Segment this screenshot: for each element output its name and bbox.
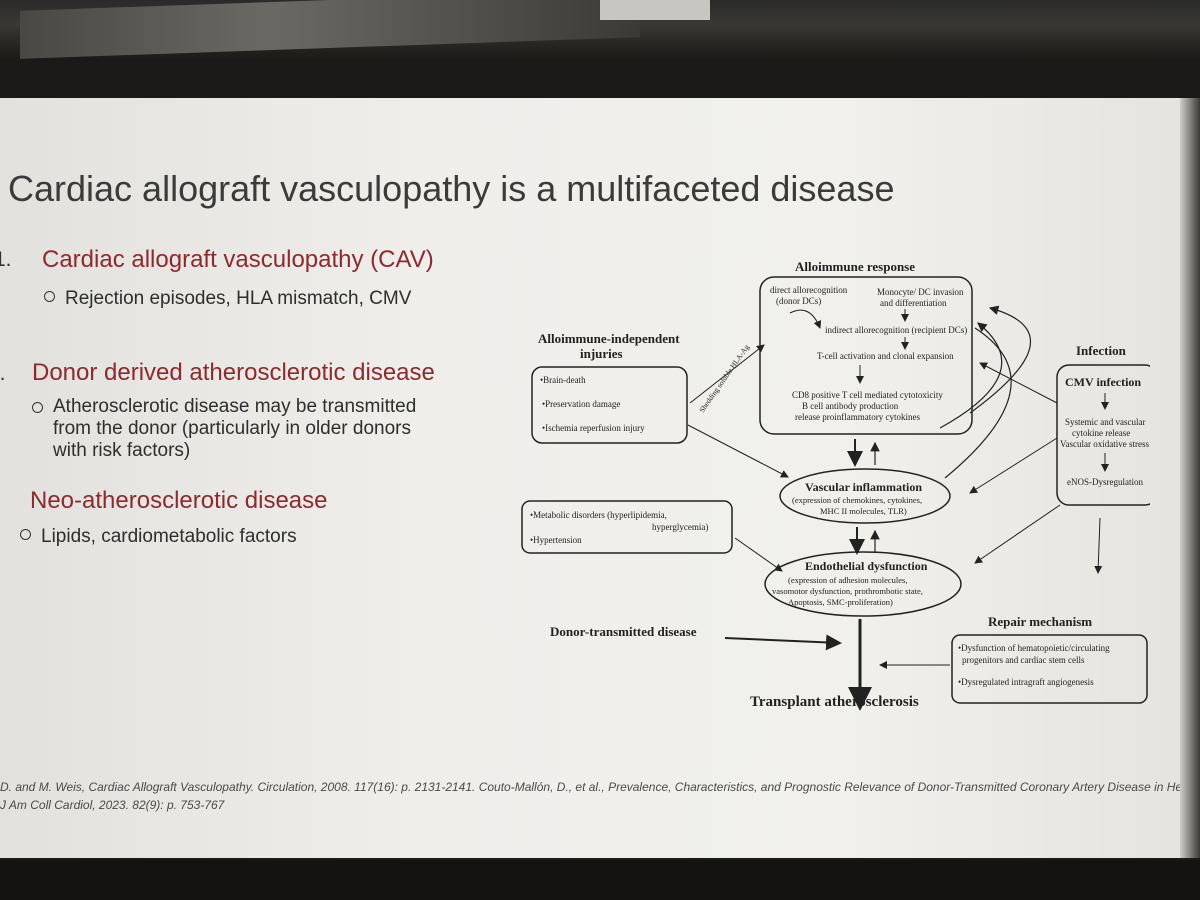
arrow-infection-endothelial bbox=[974, 504, 1061, 564]
endothelial-detail-1: (expression of adhesion molecules, bbox=[788, 575, 907, 585]
metabolic-box bbox=[521, 500, 733, 554]
point-2-sub-text: Atherosclerotic disease may be transmitt… bbox=[53, 396, 417, 461]
point-1-heading: Cardiac allograft vasculopathy (CAV) bbox=[42, 246, 434, 273]
vascular-detail-2: MHC II molecules, TLR) bbox=[820, 506, 907, 516]
bullet-circle-icon bbox=[44, 291, 55, 303]
endothelial-detail-2: vasomotor dysfunction, prothrombotic sta… bbox=[772, 586, 923, 596]
point-3-heading: Neo-atherosclerotic disease bbox=[30, 487, 328, 514]
room-background-bottom bbox=[0, 860, 1200, 900]
infection-title: Infection bbox=[1076, 343, 1127, 358]
metabolic-item-1b: hyperglycemia) bbox=[652, 522, 708, 532]
feedback-curve-2 bbox=[944, 327, 1012, 479]
citation-line-1: D. and M. Weis, Cardiac Allograft Vascul… bbox=[0, 780, 1200, 794]
monocyte-line1: Monocyte/ DC invasion bbox=[877, 287, 964, 297]
citation-line-2: J Am Coll Cardiol, 2023. 82(9): p. 753-7… bbox=[0, 798, 225, 812]
cd8-line3: release proinflammatory cytokines bbox=[795, 412, 920, 422]
arrow-infection-alloimmune bbox=[979, 362, 1058, 404]
arrow-metabolic-endothelial bbox=[734, 537, 783, 572]
room-light-panel bbox=[20, 0, 640, 59]
feedback-curve-3 bbox=[969, 305, 1032, 414]
direct-allorecognition-line1: direct allorecognition bbox=[770, 285, 848, 295]
room-object bbox=[600, 0, 710, 20]
screen-edge bbox=[1180, 98, 1200, 858]
repair-item-2: •Dysregulated intragraft angiogenesis bbox=[958, 677, 1094, 687]
monocyte-line2: and differentiation bbox=[880, 298, 947, 308]
endothelial-ellipse bbox=[764, 551, 962, 617]
repair-item-1: •Dysfunction of hematopoietic/circulatin… bbox=[958, 643, 1110, 653]
arrow-independent-vascular bbox=[687, 424, 789, 478]
endothelial-title: Endothelial dysfunction bbox=[805, 559, 928, 573]
endothelial-detail-3: Apoptosis, SMC-proliferation) bbox=[788, 597, 893, 607]
direct-allorecognition-line2: (donor DCs) bbox=[776, 296, 821, 306]
vascular-detail-1: (expression of chemokines, cytokines, bbox=[792, 495, 922, 505]
point-3-sub-text: Lipids, cardiometabolic factors bbox=[41, 526, 297, 547]
point-2-sub: Atherosclerotic disease may be transmitt… bbox=[32, 396, 552, 462]
independent-item-1: •Brain-death bbox=[540, 375, 586, 385]
point-3-sub: Lipids, cardiometabolic factors bbox=[20, 526, 297, 548]
tcell-activation: T-cell activation and clonal expansion bbox=[817, 351, 954, 361]
independent-title-line1: Alloimmune-independent bbox=[538, 331, 680, 346]
point-1-sub-text: Rejection episodes, HLA mismatch, CMV bbox=[65, 288, 412, 309]
systemic-line1: Systemic and vascular bbox=[1065, 417, 1145, 427]
point-1-sub: Rejection episodes, HLA mismatch, CMV bbox=[44, 288, 411, 310]
room-background-top bbox=[0, 0, 1200, 60]
independent-box bbox=[531, 366, 688, 444]
cd8-line2: B cell antibody production bbox=[802, 401, 899, 411]
feedback-curve-1 bbox=[939, 322, 1003, 429]
systemic-line2: cytokine release bbox=[1072, 428, 1130, 438]
point-2-heading: Donor derived atherosclerotic disease bbox=[32, 359, 435, 386]
metabolic-item-1: •Metabolic disorders (hyperlipidemia, bbox=[530, 510, 667, 520]
arrow-infection-vascular bbox=[969, 437, 1058, 494]
alloimmune-box bbox=[759, 276, 973, 435]
point-3-number: 3. bbox=[0, 490, 2, 514]
indirect-allorecognition: indirect allorecognition (recipient DCs) bbox=[825, 325, 967, 335]
alloimmune-title: Alloimmune response bbox=[795, 259, 915, 274]
slide-title: Cardiac allograft vasculopathy is a mult… bbox=[8, 168, 895, 209]
arrow-donor bbox=[724, 634, 842, 651]
infection-box bbox=[1056, 364, 1150, 506]
vascular-inflammation-ellipse bbox=[779, 468, 951, 524]
outcome-label: Transplant atherosclerosis bbox=[750, 694, 919, 710]
shedding-label: Shedding soluble HLA-Ag bbox=[697, 343, 751, 415]
bullet-circle-icon bbox=[20, 529, 31, 541]
arrow-shedding bbox=[689, 344, 765, 404]
vascular-title: Vascular inflammation bbox=[805, 480, 922, 494]
donor-transmitted-label: Donor-transmitted disease bbox=[550, 624, 697, 639]
point-1-number: 1. bbox=[0, 248, 12, 271]
independent-item-2: •Preservation damage bbox=[542, 399, 620, 409]
arrow-infection-repair bbox=[1094, 517, 1103, 574]
systemic-line3: Vascular oxidative stress bbox=[1060, 439, 1149, 449]
metabolic-item-2: •Hypertension bbox=[530, 535, 582, 545]
repair-box bbox=[951, 634, 1148, 704]
cd8-line1: CD8 positive T cell mediated cytotoxicit… bbox=[792, 390, 943, 400]
repair-title: Repair mechanism bbox=[988, 614, 1092, 629]
cav-pathogenesis-diagram: Alloimmune response direct allorecogniti… bbox=[521, 259, 1150, 711]
repair-item-1b: progenitors and cardiac stem cells bbox=[962, 655, 1085, 665]
enos-dysregulation: eNOS-Dysregulation bbox=[1067, 477, 1143, 487]
cmv-infection: CMV infection bbox=[1065, 375, 1141, 389]
presentation-slide: Cardiac allograft vasculopathy is a mult… bbox=[0, 98, 1200, 858]
arrow-direct bbox=[789, 309, 822, 329]
independent-item-3: •Ischemia reperfusion injury bbox=[542, 423, 645, 433]
point-2-number: 2. bbox=[0, 362, 6, 385]
independent-title-line2: injuries bbox=[580, 346, 623, 361]
bullet-circle-icon bbox=[32, 402, 43, 413]
